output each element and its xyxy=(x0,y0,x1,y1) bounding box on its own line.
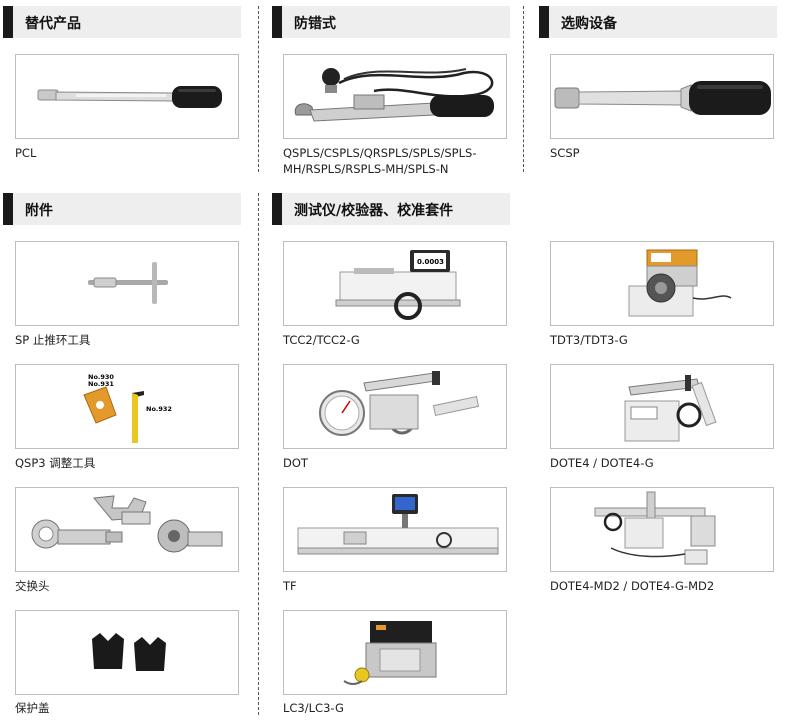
header-accent-bar xyxy=(3,193,13,225)
load-cell-image xyxy=(343,621,437,685)
header-accent-bar xyxy=(272,6,282,38)
product-card-dot[interactable] xyxy=(283,364,507,449)
column-divider xyxy=(523,6,524,172)
product-label-caps[interactable]: 保护盖 xyxy=(15,701,50,715)
section-header-optional: 选购设备 xyxy=(539,6,777,38)
torque-tester-image xyxy=(628,249,732,317)
torque-wrench-image xyxy=(554,81,771,115)
torque-tester-rail-image xyxy=(297,494,499,555)
section-title: 测试仪/校验器、校准套件 xyxy=(294,203,454,219)
section-title: 防错式 xyxy=(294,16,336,32)
column-divider xyxy=(258,193,259,715)
product-card-tf[interactable] xyxy=(283,487,507,572)
digital-tester-md2-image xyxy=(594,491,716,565)
section-title: 附件 xyxy=(25,203,53,219)
product-card-heads[interactable] xyxy=(15,487,239,572)
product-card-lc3[interactable] xyxy=(283,610,507,695)
product-label-dot[interactable]: DOT xyxy=(283,456,308,470)
digital-tester-image xyxy=(624,375,717,442)
header-accent-bar xyxy=(3,6,13,38)
section-title: 替代产品 xyxy=(25,16,81,32)
product-label-tf[interactable]: TF xyxy=(283,579,297,593)
product-card-qspls[interactable] xyxy=(283,54,507,139)
part-number-tag: No.931 xyxy=(88,380,114,388)
dial-tester-image xyxy=(319,371,480,436)
product-card-tdt3[interactable] xyxy=(550,241,774,326)
section-title: 选购设备 xyxy=(561,16,617,32)
product-label-pcl[interactable]: PCL xyxy=(15,146,37,160)
product-card-sp[interactable] xyxy=(15,241,239,326)
product-card-dote4md2[interactable] xyxy=(550,487,774,572)
tester-display-value: 0.0003 xyxy=(417,258,444,266)
product-label-sp[interactable]: SP 止推环工具 xyxy=(15,333,91,347)
product-card-pcl[interactable] xyxy=(15,54,239,139)
product-label-dote4[interactable]: DOTE4 / DOTE4-G xyxy=(550,456,654,470)
t-handle-tool-image xyxy=(88,262,168,304)
wrench-with-cable-image xyxy=(294,68,494,122)
header-accent-bar xyxy=(272,193,282,225)
product-label-tdt3[interactable]: TDT3/TDT3-G xyxy=(550,333,628,347)
part-number-tag: No.932 xyxy=(146,405,172,413)
product-label-tcc2[interactable]: TCC2/TCC2-G xyxy=(283,333,360,347)
section-header-testers: 测试仪/校验器、校准套件 xyxy=(272,193,510,225)
product-card-scsp[interactable] xyxy=(550,54,774,139)
adjustment-tool-image: No.930 No.931 No.932 xyxy=(83,373,172,443)
part-number-tag: No.930 xyxy=(88,373,114,381)
section-header-error-proof: 防错式 xyxy=(272,6,510,38)
column-divider xyxy=(258,6,259,172)
torque-wrench-image xyxy=(37,86,222,108)
product-label-qspls-line1[interactable]: QSPLS/CSPLS/QRSPLS/SPLS/SPLS- xyxy=(283,146,477,160)
product-label-heads[interactable]: 交换头 xyxy=(15,579,50,593)
product-card-caps[interactable] xyxy=(15,610,239,695)
section-header-accessories: 附件 xyxy=(3,193,241,225)
product-card-qsp3[interactable]: No.930 No.931 No.932 xyxy=(15,364,239,449)
product-label-dote4md2[interactable]: DOTE4-MD2 / DOTE4-G-MD2 xyxy=(550,579,715,593)
product-card-dote4[interactable] xyxy=(550,364,774,449)
header-accent-bar xyxy=(539,6,549,38)
torque-tester-image: 0.0003 xyxy=(335,250,461,320)
interchangeable-heads-image xyxy=(31,495,223,553)
product-label-qspls-line2[interactable]: MH/RSPLS/RSPLS-MH/SPLS-N xyxy=(283,162,449,176)
protective-caps-image xyxy=(92,633,166,671)
product-label-lc3[interactable]: LC3/LC3-G xyxy=(283,701,344,715)
section-header-replacement: 替代产品 xyxy=(3,6,241,38)
product-label-scsp[interactable]: SCSP xyxy=(550,146,580,160)
product-card-tcc2[interactable]: 0.0003 xyxy=(283,241,507,326)
product-label-qsp3[interactable]: QSP3 调整工具 xyxy=(15,456,96,470)
